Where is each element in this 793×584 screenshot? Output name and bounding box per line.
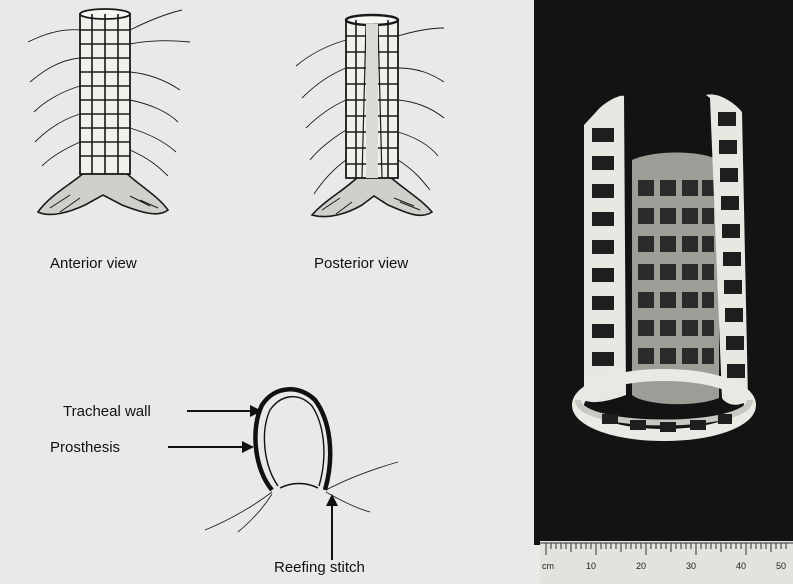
- ruler-number: 50: [776, 561, 787, 571]
- reefing-stitch-label: Reefing stitch: [274, 559, 365, 576]
- drawing-panel: [27, 8, 445, 560]
- anterior-view-label: Anterior view: [50, 255, 137, 272]
- measurement-ruler: cm 10 20 30 40 50: [540, 541, 793, 584]
- anterior-view-drawing: [27, 8, 191, 216]
- posterior-view-label: Posterior view: [314, 255, 409, 272]
- ruler-ticks: [540, 542, 793, 555]
- ruler-number: 40: [736, 561, 747, 571]
- ruler-number: 10: [586, 561, 597, 571]
- ruler-number: 20: [636, 561, 647, 571]
- ruler-unit: cm: [542, 561, 554, 571]
- tracheal-wall-label: Tracheal wall: [63, 403, 151, 420]
- prosthesis-photo: [534, 0, 793, 545]
- prosthesis-label: Prosthesis: [50, 439, 121, 456]
- cross-section-drawing: [168, 387, 399, 560]
- posterior-view-drawing: [295, 13, 445, 218]
- ruler-number: 30: [686, 561, 697, 571]
- prosthesis-photo-illustration: [572, 94, 756, 441]
